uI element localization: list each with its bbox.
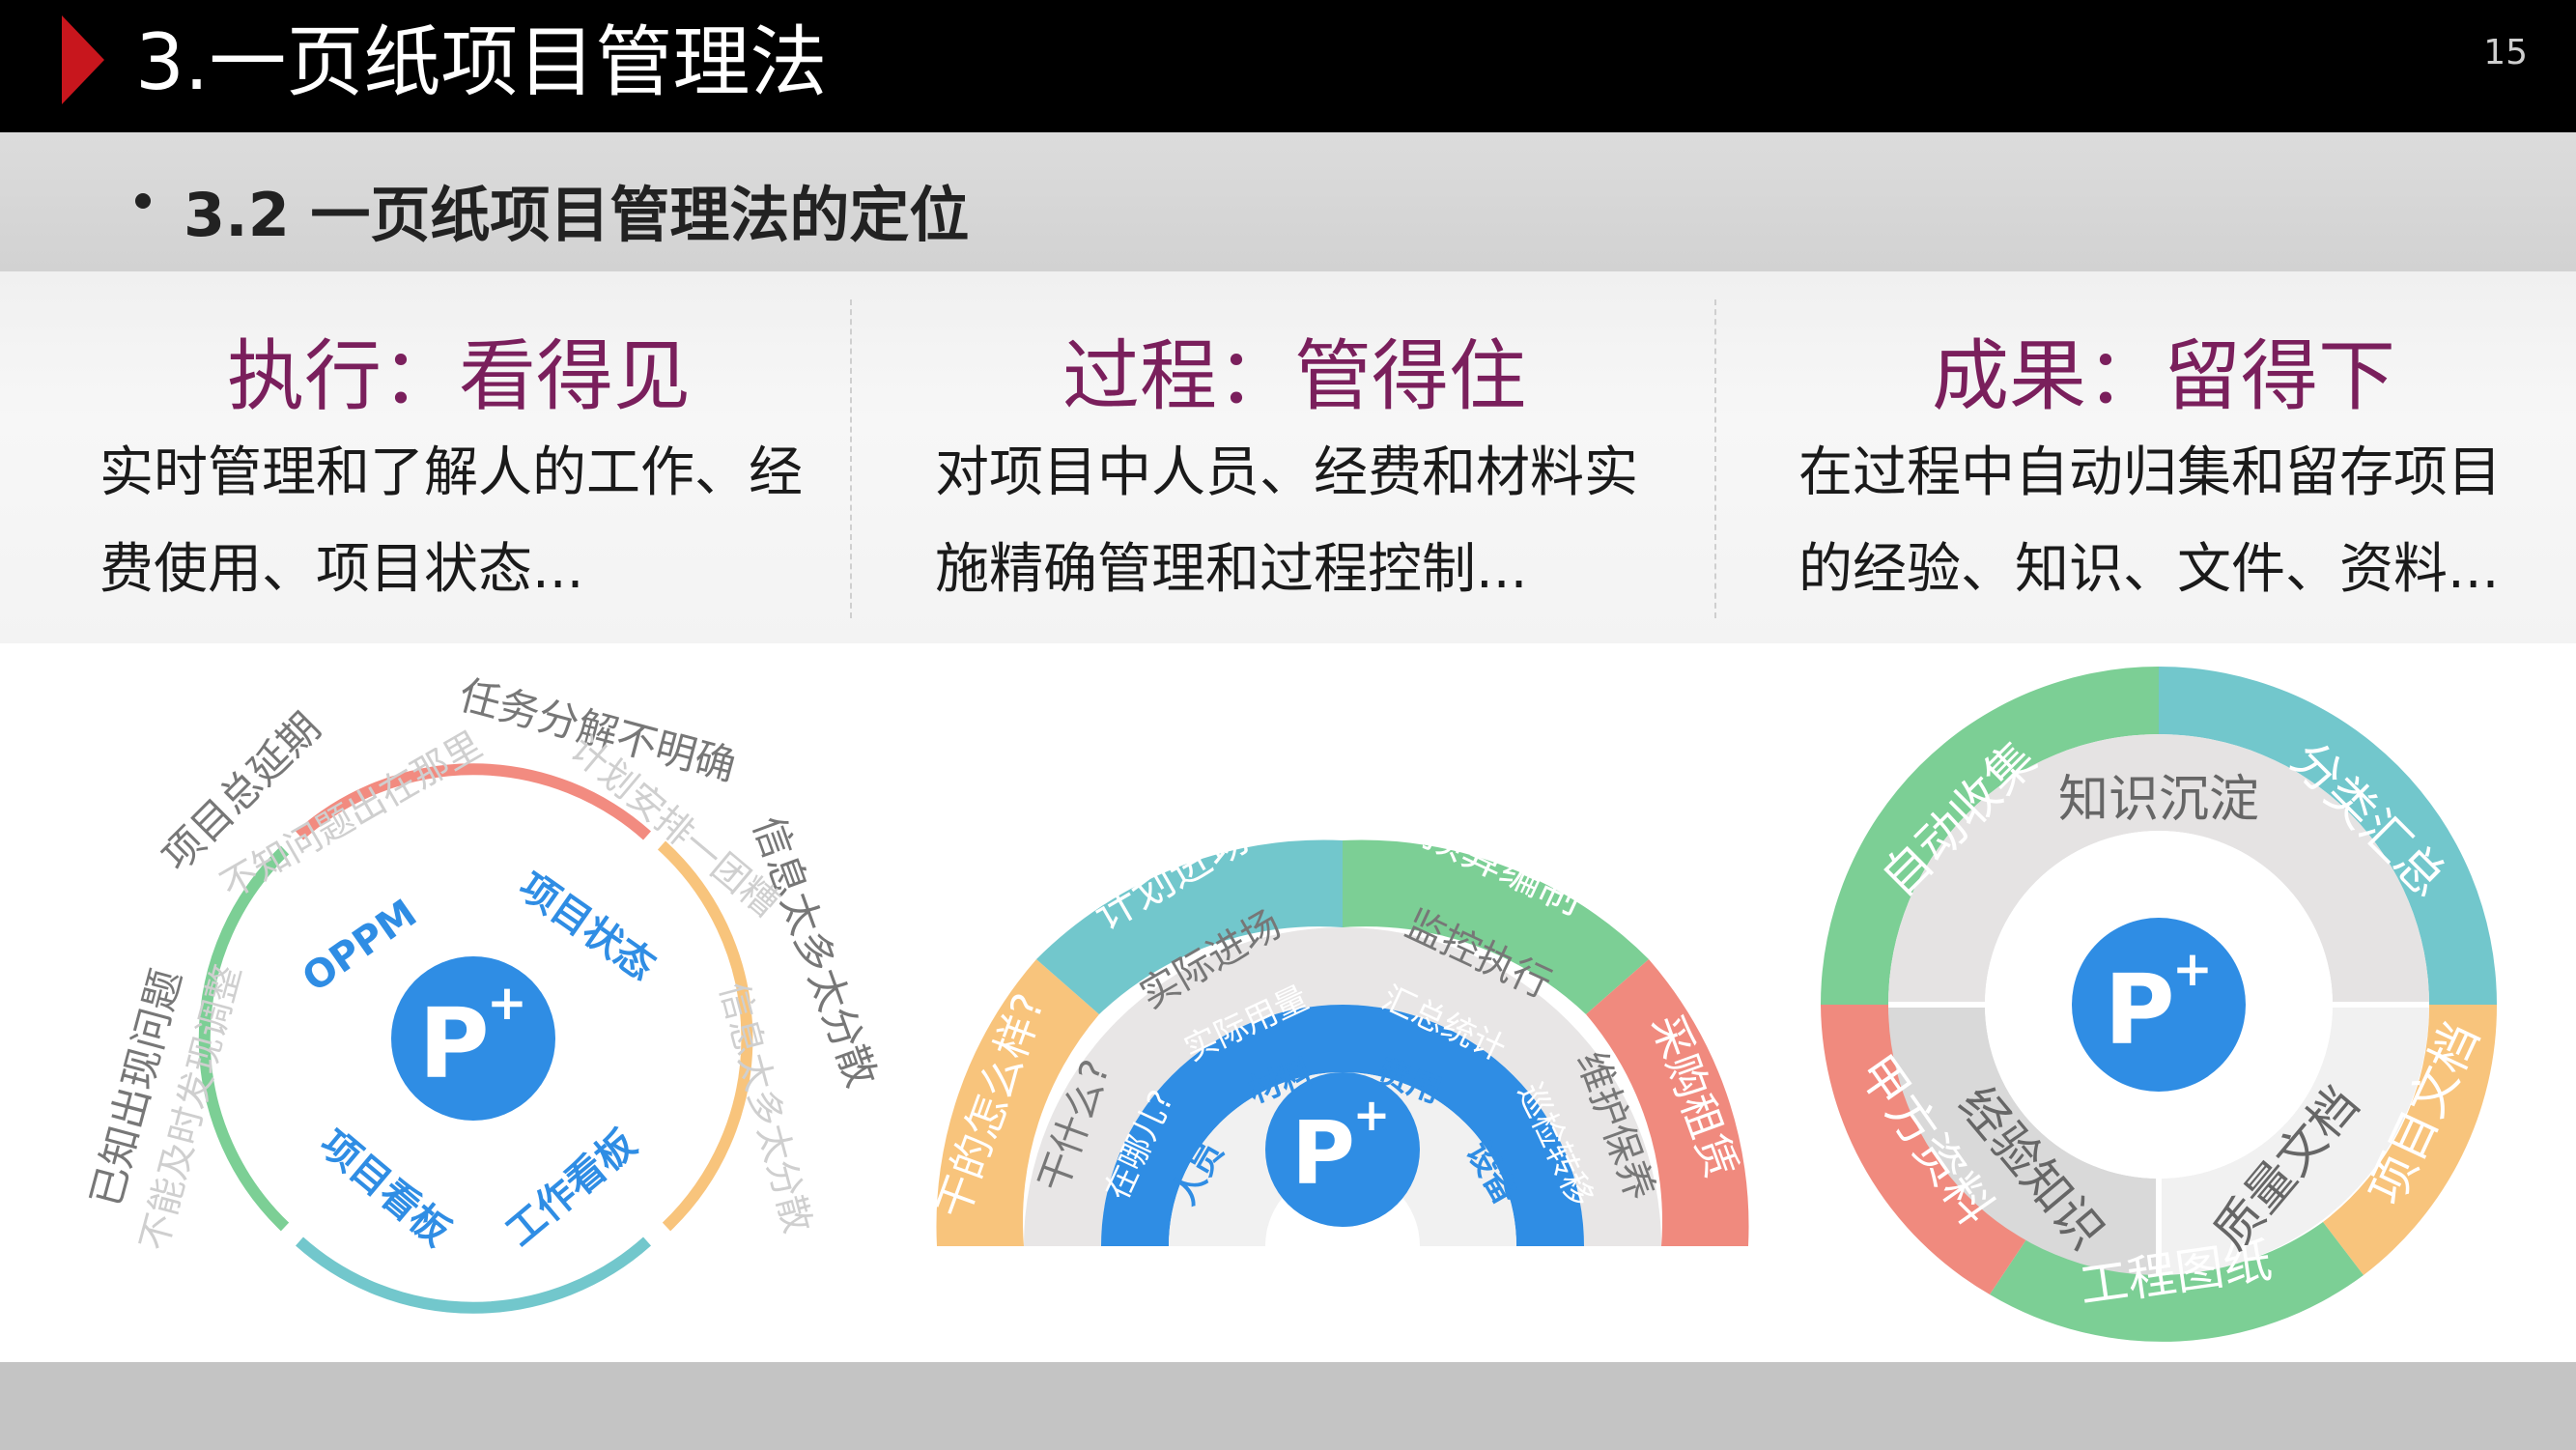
page-number: 15 (2483, 33, 2528, 72)
inner-label: 项目看板 (311, 1122, 458, 1255)
segment-outer (936, 959, 1099, 1246)
inner-label: OPPM (295, 892, 425, 1002)
title-accent-marker (62, 15, 104, 104)
p-plus-logo-icon (391, 956, 555, 1121)
p-plus-logo-icon (2072, 918, 2246, 1092)
segment-outer (1990, 1222, 2364, 1342)
diagram-results: P + 自动收集 分类汇总 项目文档 工程图纸 甲方资料 知识沉淀 质量文档 经… (1821, 667, 2498, 1342)
ring-arc-orange (657, 840, 753, 1232)
positioning-band (0, 271, 2576, 643)
column-title-results: 成果：留得下 (1932, 331, 2395, 421)
segment-inner (2159, 1005, 2429, 1275)
title-bar (0, 0, 2576, 132)
column-title-process: 过程：管得住 (1062, 331, 1526, 421)
inner-label: 工作看板 (498, 1122, 645, 1255)
column-divider (850, 299, 852, 618)
desc-line: 对项目中人员、经费和材料实 (935, 441, 1638, 504)
logo-letter: P (418, 987, 489, 1100)
plus-icon: + (2172, 941, 2213, 997)
diagram-process: P + 干的怎么样? 计划进场 预算编制 采购租赁 干什么? 实际进场 监控执行… (928, 809, 1749, 1246)
column-desc-process: 对项目中人员、经费和材料实 施精确管理和过程控制... (935, 425, 1638, 618)
segment-outer (1343, 839, 1649, 1014)
desc-line: 在过程中自动归集和留存项目 (1798, 441, 2502, 504)
bullet-icon (135, 193, 151, 209)
segment-blue (1101, 1005, 1584, 1246)
column-divider (1714, 299, 1716, 618)
desc-line: 费使用、项目状态... (99, 538, 584, 601)
inner-segment-label: 知识沉淀 (2058, 771, 2259, 829)
column-desc-results: 在过程中自动归集和留存项目 的经验、知识、文件、资料... (1798, 425, 2502, 618)
ring-arc-red (296, 763, 651, 840)
segment-outer (2159, 667, 2497, 1005)
segment-outer (1821, 667, 2159, 1005)
desc-line: 施精确管理和过程控制... (935, 538, 1528, 601)
column-title-execution: 执行：看得见 (227, 331, 691, 421)
column-desc-execution: 实时管理和了解人的工作、经 费使用、项目状态... (99, 425, 803, 618)
segment-outer (1821, 1005, 2028, 1294)
segment-outer (2323, 1005, 2498, 1275)
logo-letter: P (2104, 953, 2174, 1066)
ring-arc-green (198, 845, 290, 1232)
faded-label: 信息太多太分散 (712, 978, 819, 1237)
subtitle-bar (0, 132, 2576, 271)
logo-letter: P (1291, 1103, 1355, 1205)
segment-inner (1888, 734, 2429, 1005)
diagram-execution: P + OPPM 项目状态 项目看板 工作看板 已知出现问题 项目总延期 任务分… (82, 670, 886, 1314)
plus-icon: + (1353, 1089, 1391, 1141)
desc-line: 的经验、知识、文件、资料... (1798, 538, 2500, 601)
segment-outer (1036, 839, 1343, 1014)
ring-arc-teal (296, 1237, 651, 1314)
segment-middle (1024, 927, 1661, 1246)
p-plus-logo-icon (1265, 1072, 1420, 1227)
plus-icon: + (487, 975, 527, 1031)
desc-line: 实时管理和了解人的工作、经 (99, 441, 803, 504)
section-subtitle: 3.2 一页纸项目管理法的定位 (184, 180, 970, 250)
segment-outer (1586, 959, 1749, 1246)
inner-label: 项目状态 (511, 865, 663, 989)
segment-inner (1888, 1005, 2159, 1275)
footer-bar (0, 1362, 2576, 1450)
slide-title: 3.一页纸项目管理法 (135, 17, 828, 107)
